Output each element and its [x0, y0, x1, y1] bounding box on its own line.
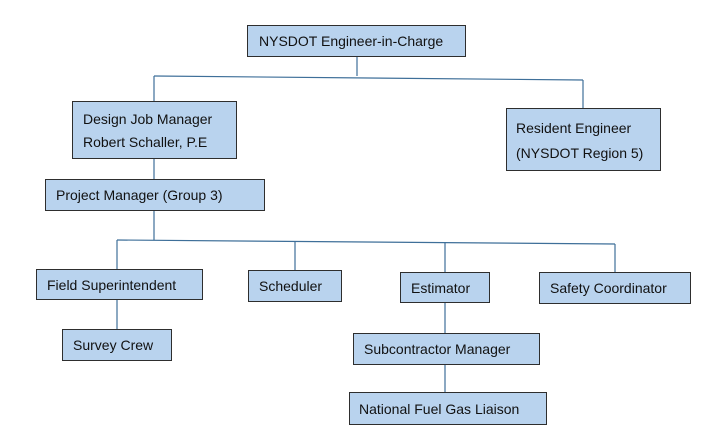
box-national-fuel-gas-liaison: National Fuel Gas Liaison — [349, 392, 547, 425]
box-field-superintendent: Field Superintendent — [36, 269, 203, 300]
box-project-manager-label: Project Manager (Group 3) — [56, 187, 223, 203]
box-subcontractor-manager: Subcontractor Manager — [353, 333, 540, 365]
box-estimator: Estimator — [400, 272, 490, 303]
box-scheduler-label: Scheduler — [259, 278, 323, 294]
box-field-superintendent-label: Field Superintendent — [47, 277, 177, 293]
connector-level2-bar — [153, 75, 584, 81]
box-survey-crew: Survey Crew — [62, 329, 172, 361]
box-estimator-label: Estimator — [411, 280, 471, 296]
box-project-manager: Project Manager (Group 3) — [45, 179, 265, 211]
connector-level4-bar — [116, 239, 616, 245]
box-engineer-in-charge-label: NYSDOT Engineer-in-Charge — [259, 33, 444, 49]
box-safety-coordinator-label: Safety Coordinator — [550, 280, 667, 296]
box-resident-engineer-region: (NYSDOT Region 5) — [516, 145, 644, 161]
box-resident-engineer: Resident Engineer (NYSDOT Region 5) — [506, 108, 661, 171]
box-design-job-manager-title: Design Job Manager — [83, 111, 213, 127]
box-national-fuel-gas-liaison-label: National Fuel Gas Liaison — [359, 401, 520, 417]
box-survey-crew-label: Survey Crew — [73, 337, 154, 353]
box-scheduler: Scheduler — [248, 270, 342, 302]
box-subcontractor-manager-label: Subcontractor Manager — [364, 341, 511, 357]
box-design-job-manager: Design Job Manager Robert Schaller, P.E — [72, 101, 237, 159]
box-resident-engineer-title: Resident Engineer — [516, 120, 632, 136]
box-engineer-in-charge: NYSDOT Engineer-in-Charge — [247, 25, 466, 57]
box-design-job-manager-name: Robert Schaller, P.E — [83, 134, 208, 150]
box-safety-coordinator: Safety Coordinator — [539, 272, 691, 304]
